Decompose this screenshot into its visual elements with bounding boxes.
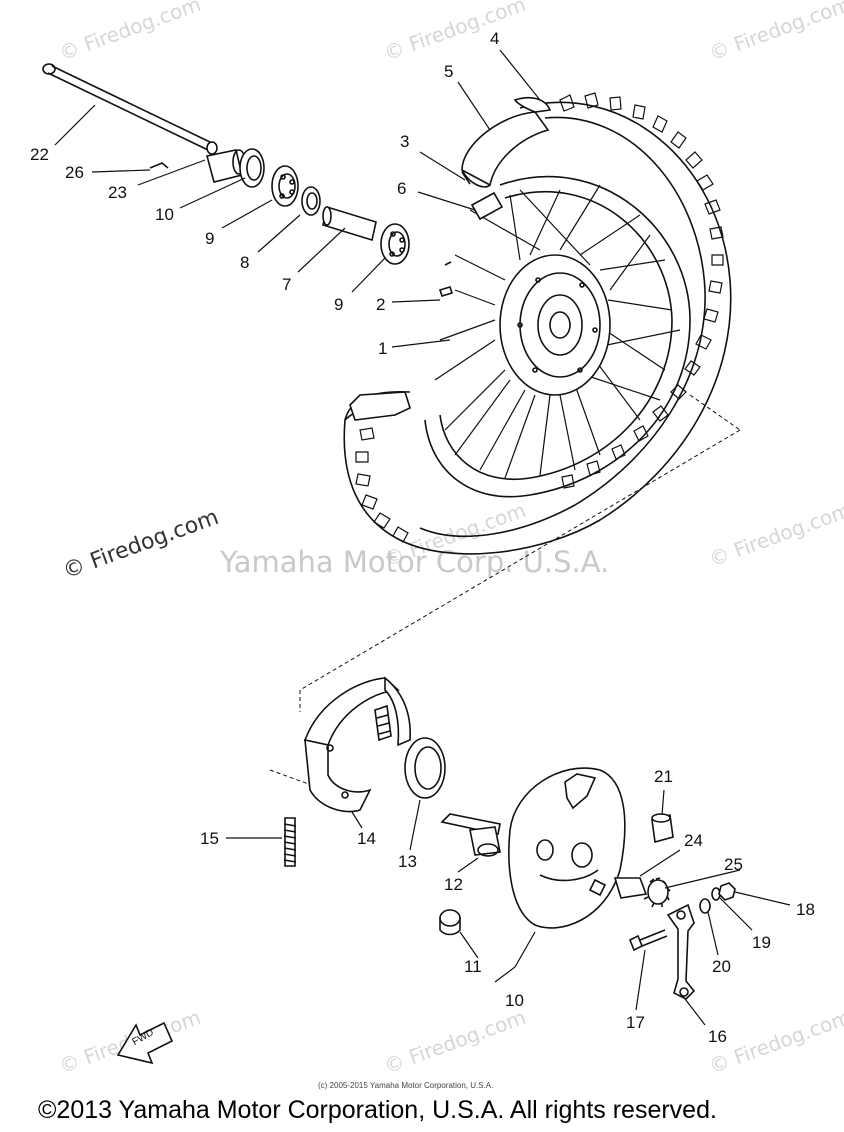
callout-21: 20 bbox=[712, 957, 731, 976]
shaft-collar-part bbox=[613, 877, 648, 899]
seal-ring-part bbox=[404, 737, 446, 799]
plug-part bbox=[439, 909, 461, 936]
callout-9b: 9 bbox=[334, 295, 344, 314]
bolt-part bbox=[461, 171, 471, 185]
cam-lever-part bbox=[666, 903, 696, 1000]
callout-27: 26 bbox=[65, 163, 84, 182]
callout-4: 4 bbox=[490, 29, 500, 48]
callout-22: 21 bbox=[654, 767, 673, 786]
camshaft-part bbox=[440, 813, 501, 857]
bearing-left-part bbox=[271, 165, 299, 207]
oil-seal-part bbox=[239, 148, 265, 188]
callout-1: 1 bbox=[378, 339, 388, 358]
callout-12: 11 bbox=[464, 957, 482, 976]
callout-15: 14 bbox=[357, 829, 376, 848]
callout-8: 8 bbox=[240, 253, 250, 272]
callout-10: 10 bbox=[155, 205, 174, 224]
callout-19: 18 bbox=[796, 900, 815, 919]
hub-part bbox=[499, 254, 611, 396]
fwd-arrow-icon bbox=[116, 1021, 174, 1065]
brake-panel-part bbox=[508, 767, 626, 929]
callout-6: 6 bbox=[397, 179, 407, 198]
axle-part bbox=[42, 63, 218, 155]
callout-14: 13 bbox=[398, 852, 417, 871]
fender-part bbox=[461, 96, 552, 188]
stay-part bbox=[470, 191, 504, 221]
callout-24: 23 bbox=[108, 183, 127, 202]
callout-2: 2 bbox=[376, 295, 386, 314]
callout-11: 10 bbox=[505, 991, 524, 1010]
bearing-right-part bbox=[380, 223, 410, 265]
brake-shoe-part bbox=[303, 676, 411, 813]
rim-part bbox=[424, 175, 691, 498]
spacer-flange-part bbox=[301, 186, 321, 216]
washer-21-part bbox=[699, 898, 711, 914]
callout-16: 15 bbox=[200, 829, 219, 848]
spacer-part bbox=[322, 205, 377, 242]
callout-13: 12 bbox=[444, 875, 463, 894]
nut-19-part bbox=[718, 882, 736, 901]
callout-17: 16 bbox=[708, 1027, 727, 1046]
callout-23: 22 bbox=[30, 145, 49, 164]
callout-7: 7 bbox=[282, 275, 292, 294]
spoke-nipple-part bbox=[438, 286, 454, 297]
callout-9a: 9 bbox=[205, 229, 215, 248]
callout-20: 19 bbox=[752, 933, 771, 952]
spoke-end bbox=[444, 261, 452, 266]
bolt-18-part bbox=[628, 929, 668, 952]
spring-part bbox=[283, 817, 297, 867]
fine-print: (c) 2005-2015 Yamaha Motor Corporation, … bbox=[318, 1081, 494, 1090]
callout-25: 24 bbox=[684, 831, 703, 850]
tire-part bbox=[343, 92, 732, 555]
cotter-pin-part bbox=[149, 162, 169, 169]
callout-3: 3 bbox=[400, 132, 410, 151]
callout-18: 17 bbox=[626, 1013, 645, 1032]
copyright-notice: ©2013 Yamaha Motor Corporation, U.S.A. A… bbox=[38, 1096, 717, 1124]
collar-22-part bbox=[651, 813, 674, 844]
callout-5: 5 bbox=[444, 62, 454, 81]
spokes-part bbox=[434, 184, 681, 479]
gear-part bbox=[643, 877, 671, 908]
callout-26: 25 bbox=[724, 855, 743, 874]
yamaha-watermark: Yamaha Motor Corp. U.S.A. bbox=[220, 545, 610, 579]
